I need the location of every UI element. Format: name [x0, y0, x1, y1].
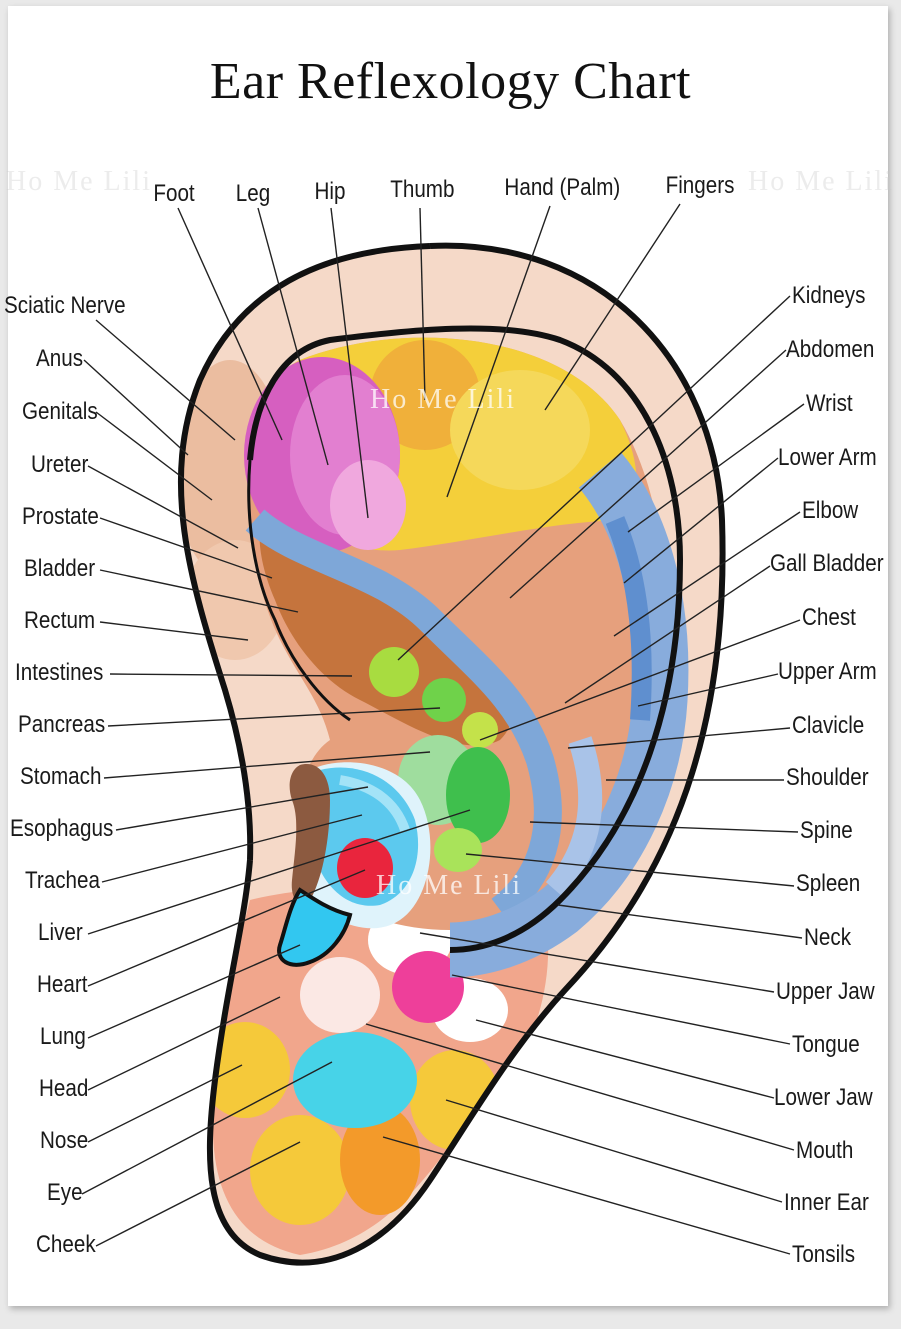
label-bladder: Bladder: [24, 555, 96, 582]
label-hip: Hip: [314, 178, 346, 205]
label-trachea: Trachea: [25, 867, 100, 894]
label-eye: Eye: [47, 1179, 83, 1206]
label-pancreas: Pancreas: [18, 711, 106, 738]
label-gall-bladder: Gall Bladder: [770, 550, 884, 577]
label-inner-ear: Inner Ear: [784, 1189, 869, 1216]
label-wrist: Wrist: [806, 390, 853, 417]
label-prostate: Prostate: [22, 503, 99, 530]
label-kidneys: Kidneys: [792, 282, 866, 309]
label-esophagus: Esophagus: [10, 815, 114, 842]
label-head: Head: [39, 1075, 89, 1102]
label-lung: Lung: [40, 1023, 86, 1050]
watermark-text: Ho Me Lili: [748, 166, 894, 197]
label-lower-arm: Lower Arm: [778, 444, 877, 471]
label-elbow: Elbow: [802, 497, 859, 524]
label-leg: Leg: [235, 180, 271, 207]
label-cheek: Cheek: [36, 1231, 96, 1258]
label-intestines: Intestines: [15, 659, 104, 686]
label-abdomen: Abdomen: [786, 336, 875, 363]
label-liver: Liver: [38, 919, 83, 946]
label-anus: Anus: [36, 345, 84, 372]
label-thumb: Thumb: [390, 176, 455, 203]
chart-title: Ear Reflexology Chart: [209, 53, 692, 110]
label-sciatic-nerve: Sciatic Nerve: [4, 292, 126, 319]
leader-lines: [81, 203, 805, 1255]
label-upper-arm: Upper Arm: [778, 658, 877, 685]
label-spine: Spine: [800, 817, 853, 844]
label-rectum: Rectum: [24, 607, 96, 634]
outer-ear-outline: [206, 242, 726, 1266]
inner-helix-outline: [247, 325, 684, 953]
label-genitals: Genitals: [22, 398, 98, 425]
label-fingers: Fingers: [665, 172, 735, 199]
label-hand-palm: Hand (Palm): [504, 174, 621, 201]
label-spleen: Spleen: [796, 870, 861, 897]
label-foot: Foot: [153, 180, 195, 207]
label-chest: Chest: [802, 604, 856, 631]
label-upper-jaw: Upper Jaw: [776, 978, 875, 1005]
label-mouth: Mouth: [796, 1137, 854, 1164]
label-stomach: Stomach: [20, 763, 102, 790]
concha: [244, 337, 689, 978]
watermark-text: Ho Me Lili: [6, 166, 152, 197]
label-heart: Heart: [37, 971, 88, 998]
label-ureter: Ureter: [31, 451, 89, 478]
label-clavicle: Clavicle: [792, 712, 865, 739]
label-neck: Neck: [804, 924, 852, 951]
label-tonsils: Tonsils: [792, 1241, 856, 1268]
label-lower-jaw: Lower Jaw: [774, 1084, 873, 1111]
label-shoulder: Shoulder: [786, 764, 869, 791]
watermark-text: Ho Me Lili: [370, 384, 516, 415]
label-tongue: Tongue: [792, 1031, 860, 1058]
label-nose: Nose: [40, 1127, 89, 1154]
watermark-text: Ho Me Lili: [376, 870, 522, 901]
